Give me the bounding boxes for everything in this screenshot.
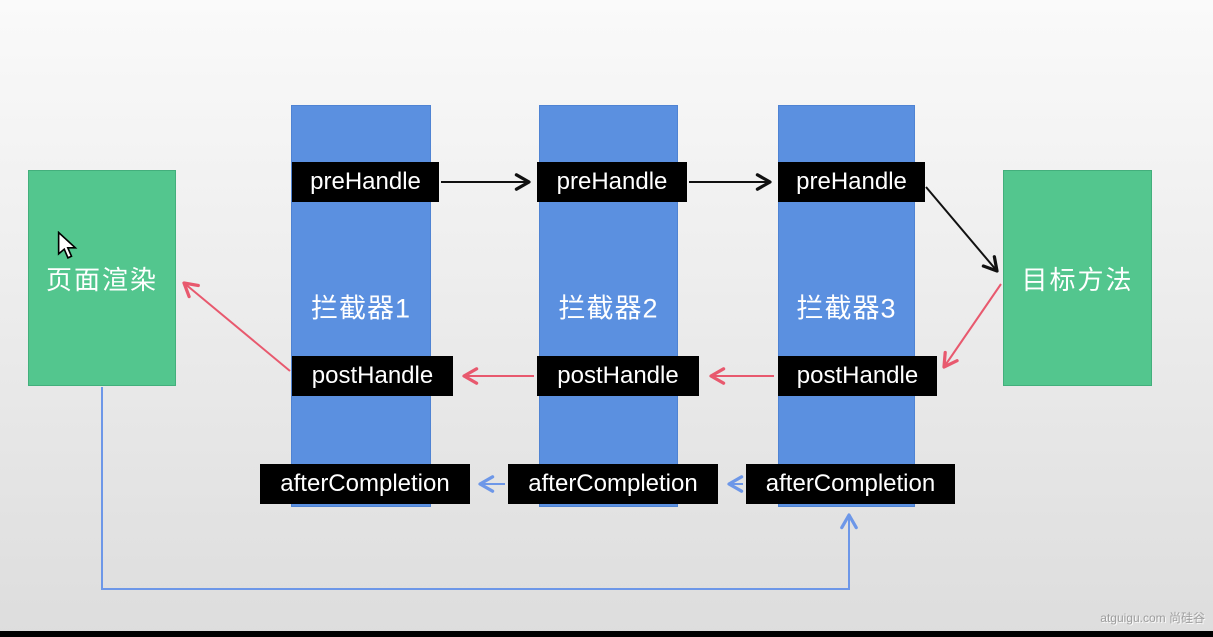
prehandle-tag-1: preHandle: [292, 162, 439, 202]
aftercompletion-tag-2: afterCompletion: [508, 464, 718, 504]
mouse-cursor-icon: [57, 231, 78, 259]
prehandle-tag-3: preHandle: [778, 162, 925, 202]
arrow-page-render-to-aftercompletion3: [101, 387, 858, 590]
posthandle-tag-3: postHandle: [778, 356, 937, 396]
watermark-text: atguigu.com 尚硅谷: [1100, 611, 1205, 625]
interceptor-2-name: 拦截器2: [558, 293, 659, 324]
page-render-box: 页面渲染: [28, 170, 176, 386]
bottom-bar: [0, 631, 1213, 637]
target-method-label: 目标方法: [1021, 264, 1134, 295]
aftercompletion-tag-1: afterCompletion: [260, 464, 470, 504]
arrow-prehandle3-to-target-method: [925, 186, 999, 273]
arrow-posthandle1-to-page-render: [182, 281, 291, 372]
arrow-target-method-to-posthandle3: [942, 283, 1002, 369]
interceptor-1-name: 拦截器1: [310, 293, 412, 324]
posthandle-tag-1: postHandle: [292, 356, 453, 396]
page-render-label: 页面渲染: [45, 264, 158, 295]
interceptor-3-name: 拦截器3: [796, 293, 897, 324]
aftercompletion-tag-3: afterCompletion: [746, 464, 955, 504]
target-method-box: 目标方法: [1003, 170, 1152, 386]
prehandle-tag-2: preHandle: [537, 162, 687, 202]
posthandle-tag-2: postHandle: [537, 356, 699, 396]
